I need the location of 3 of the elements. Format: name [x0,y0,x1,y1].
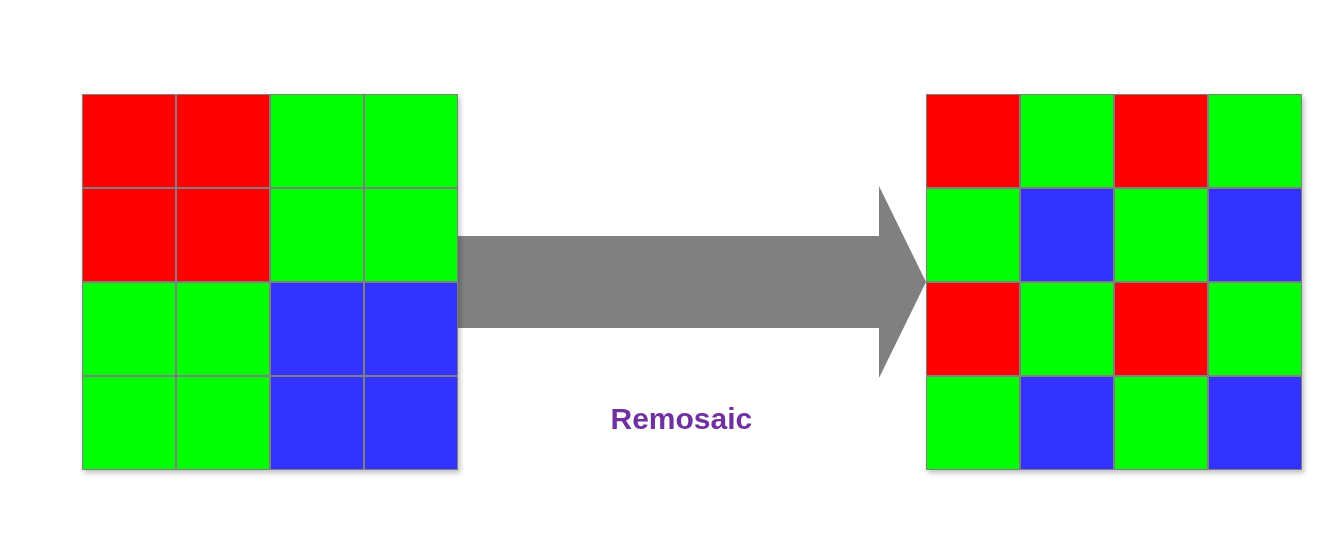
pixel-grid-drawing [926,94,1302,470]
block-arrow [458,186,926,378]
pixel-grid-drawing [82,94,458,470]
